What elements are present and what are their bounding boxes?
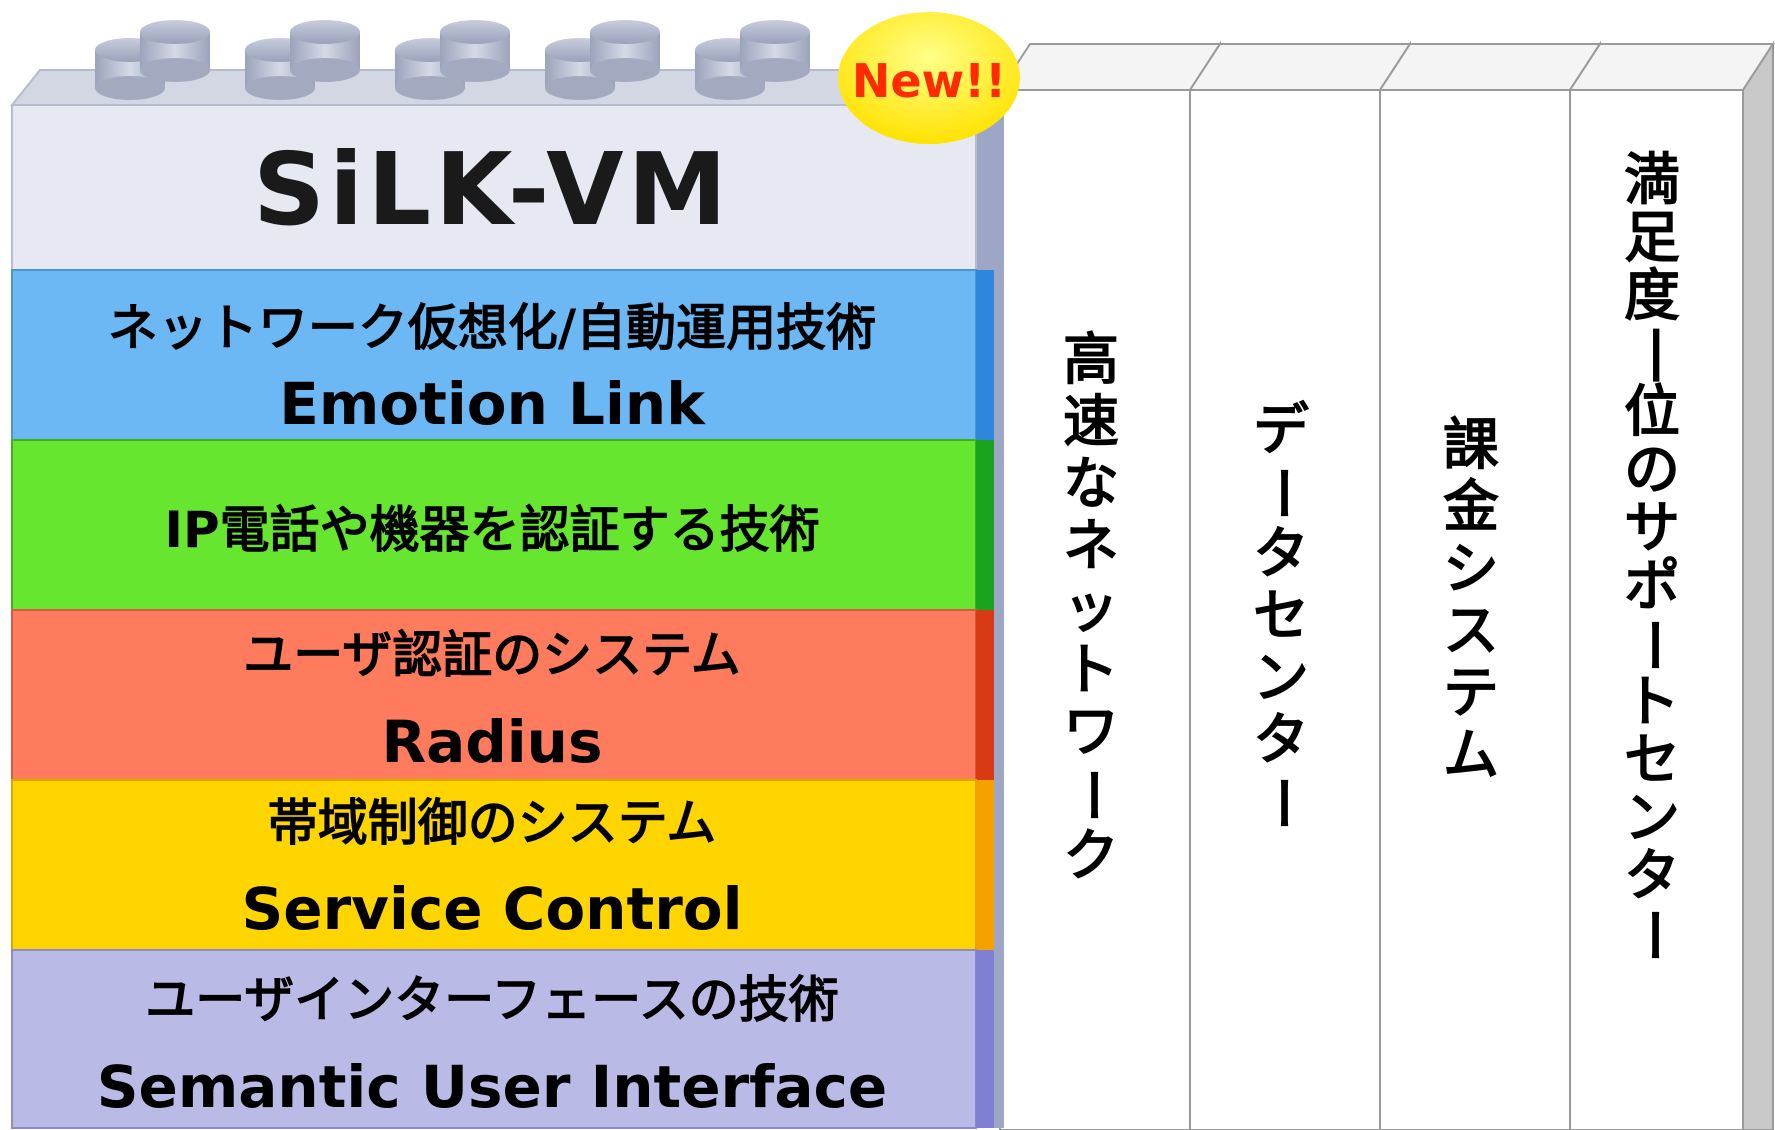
layer-3-label-jp: ユーザ認証のシステム (243, 626, 741, 684)
layer-bands (11, 269, 994, 1129)
layer-band-4-side (976, 780, 994, 950)
vertical-char: セ (1253, 584, 1309, 649)
vertical-char: 度 (1624, 264, 1680, 329)
vertical-char: タ (1253, 708, 1309, 773)
pillar-4-shape (1568, 40, 1775, 1130)
vertical-char: 金 (1443, 475, 1499, 540)
pillar-4-label: 満足度一位のサポートセンター (1617, 152, 1687, 964)
vertical-char: 高 (1063, 328, 1119, 393)
vertical-char: ト (1063, 638, 1119, 703)
pillar-2-label: データセンター (1246, 400, 1316, 834)
vertical-char: ク (1063, 824, 1119, 889)
layer-band-2 (11, 439, 977, 611)
layer-band-1 (11, 269, 977, 441)
layer-1-label-en: Emotion Link (279, 370, 705, 438)
layer-5-label-jp: ユーザインターフェースの技術 (145, 971, 839, 1029)
vertical-char: ン (1624, 786, 1680, 851)
vertical-char: 課 (1443, 413, 1499, 478)
vertical-char: テ (1443, 661, 1499, 726)
vertical-char: ト (1624, 670, 1680, 735)
new-badge-shape (838, 12, 1020, 144)
layer-band-4 (11, 779, 977, 951)
vertical-char: デ (1253, 398, 1309, 463)
layer-4-label-en: Service Control (241, 875, 743, 943)
layer-4-label-jp: 帯域制御のシステム (267, 794, 717, 852)
vertical-char: ム (1443, 723, 1499, 788)
diagram-title: SiLK-VM (253, 131, 731, 248)
layer-band-1-side (976, 270, 994, 440)
vertical-char: ン (1253, 646, 1309, 711)
pillars-graphics (998, 40, 1775, 1130)
vertical-char: ネ (1063, 514, 1119, 579)
block-studs (95, 20, 810, 100)
layer-3-label-en: Radius (381, 708, 603, 776)
vertical-char: 足 (1624, 206, 1680, 271)
vertical-char: ス (1443, 599, 1499, 664)
pillar-1-label: 高速なネットワーク (1056, 330, 1126, 888)
new-badge-label: New!! (851, 54, 1007, 108)
vertical-char: ー (1620, 617, 1685, 673)
layer-5-label-en: Semantic User Interface (96, 1053, 888, 1121)
vertical-char: シ (1443, 537, 1499, 602)
vertical-char: ッ (1063, 576, 1119, 641)
vertical-char: 満 (1624, 148, 1680, 213)
top-block (11, 104, 977, 271)
vertical-char: 一 (1620, 327, 1685, 383)
layer-1-label-jp: ネットワーク仮想化/自動運用技術 (107, 299, 877, 357)
vertical-char: の (1624, 438, 1680, 503)
layer-band-3-side (976, 610, 994, 780)
layer-2-label-jp: IP電話や機器を認証する技術 (164, 501, 820, 559)
vertical-char: セ (1624, 728, 1680, 793)
layer-band-2-side (976, 440, 994, 610)
vertical-char: ー (1620, 907, 1685, 963)
vertical-char: タ (1253, 522, 1309, 587)
vertical-char: ポ (1624, 554, 1680, 619)
vertical-char: ー (1249, 465, 1314, 521)
vertical-char: タ (1624, 844, 1680, 909)
vertical-char: サ (1624, 496, 1680, 561)
vertical-char: ー (1059, 767, 1124, 823)
vertical-char: な (1063, 452, 1119, 517)
pillar-3-label: 課金システム (1436, 415, 1506, 787)
vertical-char: ワ (1063, 700, 1119, 765)
vertical-char: 位 (1624, 380, 1680, 445)
vertical-char: 速 (1063, 390, 1119, 455)
vertical-char: ー (1249, 775, 1314, 831)
layer-band-5 (11, 949, 977, 1129)
layer-band-5-side (976, 950, 994, 1128)
